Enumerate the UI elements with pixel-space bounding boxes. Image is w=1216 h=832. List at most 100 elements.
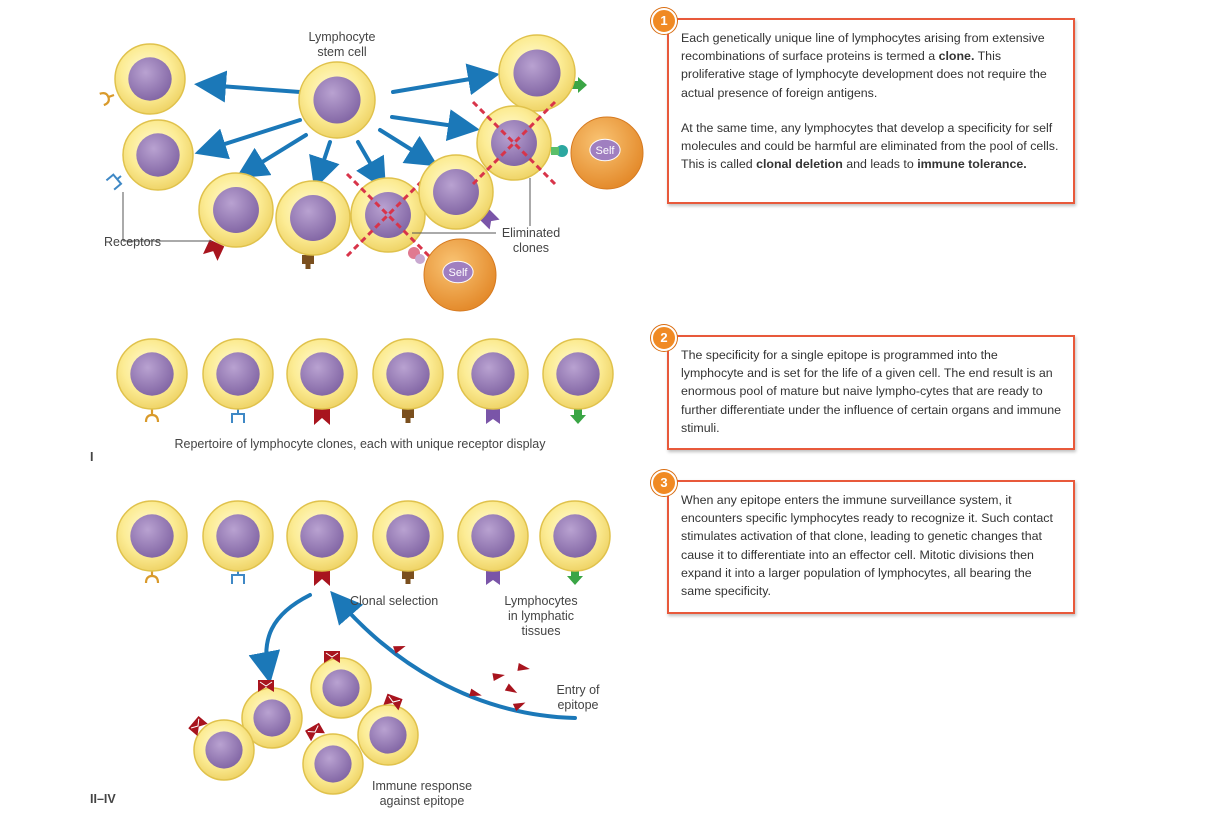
marks: [122, 145, 568, 712]
epitope: [392, 645, 406, 654]
receptor-brown: [402, 409, 414, 423]
effector-lymphocyte: [357, 693, 419, 766]
lymphatic-lymphocyte: [372, 500, 444, 584]
receptor-green: [572, 77, 587, 93]
epitope: [469, 688, 482, 697]
receptor-orange: [99, 92, 115, 107]
receptor-blue: [231, 409, 245, 423]
stem-cell-label-1: Lymphocyte: [309, 30, 376, 44]
effector-lymphocyte: [310, 651, 372, 719]
epitope: [517, 663, 530, 671]
immune-response-label-1: Immune response: [372, 779, 472, 793]
receptor-red: [314, 570, 330, 586]
callout-3-text: When any epitope enters the immune surve…: [681, 493, 1053, 599]
receptor-purple: [486, 409, 500, 424]
lymphocyte-clone: [198, 172, 274, 261]
receptor-blue: [105, 173, 123, 191]
repertoire-lymphocyte: [372, 338, 444, 423]
lymphocyte-clone: [275, 180, 351, 269]
lymphocyte-clone: [498, 34, 587, 112]
immune-response-label-2: against epitope: [380, 794, 465, 808]
self-receptor-contact: [551, 147, 559, 155]
lymphatic-lymphocyte: [116, 500, 188, 584]
lymphocyte-stem-cell: [298, 61, 376, 139]
clonal-expansion-arrow: [248, 593, 312, 684]
callout-3: When any epitope enters the immune surve…: [667, 480, 1075, 614]
epitope: [512, 702, 526, 712]
self-label: Self: [449, 267, 469, 279]
repertoire-lymphocyte: [457, 338, 529, 424]
repertoire-lymphocyte: [202, 338, 274, 423]
arrow-to-clone: [390, 109, 480, 141]
self-receptor-contact: [415, 254, 425, 264]
lymphatic-lymphocyte: [539, 500, 611, 585]
effector-lymphocyte: [188, 716, 255, 781]
repertoire-lymphocyte: [116, 338, 188, 423]
lymphocyte-clone-deleted: [345, 172, 431, 258]
arrow-to-clone: [194, 70, 302, 103]
arrow-to-clone: [309, 140, 340, 190]
receptor-orange: [144, 409, 160, 423]
stem-cell-label-2: stem cell: [317, 45, 366, 59]
lymphatic-lymphocyte: [457, 500, 529, 585]
receptor-red: [202, 239, 225, 261]
receptor-brown: [302, 255, 314, 269]
arrow-to-clone: [235, 133, 308, 179]
receptor-green: [570, 409, 586, 424]
effector-lymphocyte: [241, 680, 303, 749]
lymphatic-lymphocyte: [286, 500, 358, 586]
repertoire-caption: Repertoire of lymphocyte clones, each wi…: [174, 437, 546, 451]
repertoire-lymphocyte: [542, 338, 614, 424]
receptor-green: [567, 570, 583, 585]
entry-label-1: Entry of: [556, 683, 600, 697]
clonal-selection-label: Clonal selection: [350, 594, 438, 608]
lymphatic-lymphocyte: [202, 500, 274, 584]
receptor-purple: [486, 570, 500, 585]
lymphocyte-clone: [418, 154, 500, 230]
arrow-to-clone: [378, 128, 439, 167]
arrows: [194, 63, 577, 720]
effector-lymphocyte: [302, 722, 364, 795]
callout-1-paragraph-2: At the same time, any lymphocytes that d…: [681, 120, 1059, 172]
epitope: [504, 683, 518, 693]
stage-ii-iv-label: II–IV: [90, 792, 116, 806]
lymphatic-label-1: Lymphocytes: [504, 594, 577, 608]
entry-label-2: epitope: [557, 698, 598, 712]
bound-epitope-receptor: [305, 722, 325, 742]
callout-2: The specificity for a single epitope is …: [667, 335, 1075, 450]
step-badge-3: 3: [651, 470, 677, 496]
epitope: [492, 673, 505, 681]
callout-1: Each genetically unique line of lymphocy…: [667, 18, 1075, 204]
repertoire-lymphocyte: [286, 338, 358, 425]
lymphocyte-clone-deleted: [471, 100, 557, 186]
epitope-entry-arrow: [330, 590, 577, 720]
bound-epitope-receptor: [324, 651, 340, 663]
receptor-blue: [231, 570, 245, 584]
receptors-label: Receptors: [104, 235, 161, 249]
receptor-red: [314, 409, 330, 425]
bound-epitope-receptor: [188, 716, 208, 736]
self-cell: Self: [423, 238, 497, 312]
stage-i-label: I: [90, 450, 93, 464]
arrow-to-clone: [194, 118, 302, 160]
step-badge-2: 2: [651, 325, 677, 351]
step-badge-1: 1: [651, 8, 677, 34]
arrow-to-clone: [391, 63, 500, 96]
eliminated-label-2: clones: [513, 241, 549, 255]
receptor-orange: [144, 570, 160, 584]
eliminated-label-1: Eliminated: [502, 226, 560, 240]
receptor-brown: [402, 570, 414, 584]
lymphocyte-clone: [105, 119, 194, 191]
self-label: Self: [596, 145, 616, 157]
self-cell: Self: [570, 116, 644, 190]
lymphatic-label-2: in lymphatic: [508, 609, 574, 623]
bound-epitope-receptor: [383, 693, 403, 711]
bound-epitope-receptor: [258, 680, 274, 692]
callout-2-text: The specificity for a single epitope is …: [681, 348, 1061, 435]
lymphocyte-clone: [99, 43, 186, 115]
lymphatic-label-3: tissues: [522, 624, 561, 638]
callout-1-paragraph-1: Each genetically unique line of lymphocy…: [681, 31, 1047, 100]
arrow-to-clone: [356, 140, 387, 191]
